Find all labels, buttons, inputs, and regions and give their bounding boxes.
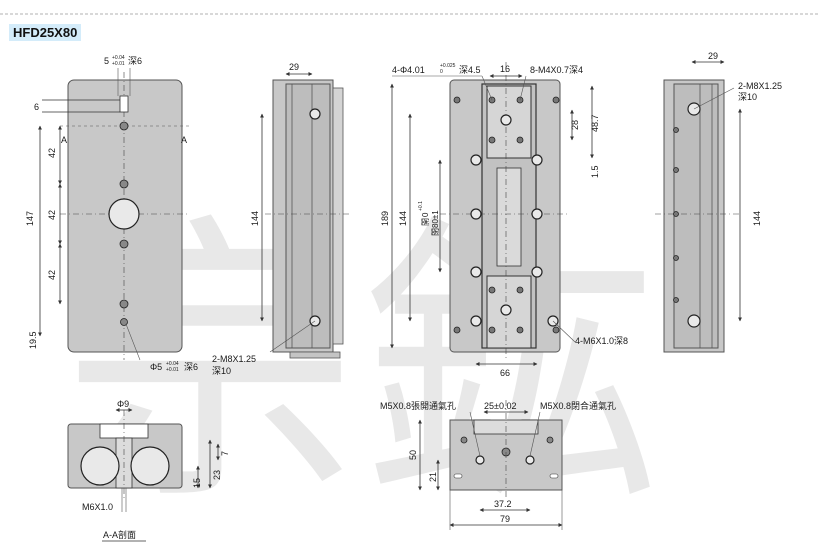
section-caption: A-A剖面 (103, 529, 136, 540)
side-right-thread-depth: 深10 (738, 92, 757, 102)
top-bottom-thread: 4-M6X1.0深8 (575, 336, 628, 346)
side-right-thread: 2-M8X1.25 (738, 81, 782, 91)
model-title: HFD25X80 (9, 24, 82, 41)
side-left-dim-144: 144 (250, 211, 260, 226)
top-close-label: 閉80±1 (431, 210, 440, 236)
section-aa: Φ9 7 23 15 M6X1.0 A-A剖面 (67, 399, 230, 542)
top-dim-189: 189 (380, 211, 390, 226)
front-dim-42c: 42 (47, 270, 57, 280)
front-top-depth: 深6 (128, 56, 142, 66)
top-open-sup: +0.1 (418, 201, 424, 211)
top-dim-66: 66 (500, 368, 510, 378)
end-dim-25: 25±0.02 (484, 401, 516, 411)
front-dim-147: 147 (25, 211, 35, 226)
front-a-left: A (61, 135, 67, 145)
end-dim-50: 50 (408, 450, 418, 460)
end-view: M5X0.8張開通氣孔 25±0.02 M5X0.8閉合通氣孔 50 21 37… (380, 400, 616, 530)
front-dim-19-5: 19.5 (28, 331, 38, 349)
top-dim-28: 28 (570, 120, 580, 130)
end-dim-37-2: 37.2 (494, 499, 512, 509)
front-dim-42a: 42 (47, 148, 57, 158)
front-bottom-hole-sub: +0.01 (166, 367, 179, 373)
top-dim-48-7: 48.7 (590, 114, 600, 132)
section-dim-phi9: Φ9 (117, 399, 129, 409)
front-top-tol-sup: +0.04 (112, 55, 125, 61)
top-dim-16: 16 (500, 64, 510, 74)
end-port-open: M5X0.8張開通氣孔 (380, 400, 456, 411)
top-open-val: 0 (421, 212, 430, 217)
front-top-tol-sub: +0.01 (112, 61, 125, 67)
side-view-right: 29 2-M8X1.25 深10 144 (655, 51, 782, 353)
top-pin-hole-sub: 0 (440, 69, 443, 75)
side-right-dim-29: 29 (708, 51, 718, 61)
top-pin-hole-sup: +0.025 (440, 63, 456, 69)
front-bottom-hole-depth: 深6 (184, 362, 198, 372)
front-bottom-hole-sup: +0.04 (166, 361, 179, 367)
top-dim-144: 144 (398, 211, 408, 226)
port-hole (108, 198, 140, 230)
side-left-dim-29: 29 (289, 62, 299, 72)
section-dim-15: 15 (192, 478, 202, 488)
top-pin-hole: 4-Φ4.01 (392, 65, 425, 75)
end-dim-21: 21 (428, 472, 438, 482)
front-top-tol: 5 (104, 56, 109, 66)
front-a-right: A (181, 135, 187, 145)
front-dim-6: 6 (34, 102, 39, 112)
front-bottom-hole: Φ5 (150, 362, 162, 372)
top-dim-1-5: 1.5 (590, 165, 600, 178)
top-thread: 8-M4X0.7深4 (530, 65, 583, 75)
side-right-dim-144: 144 (752, 211, 762, 226)
front-dim-42b: 42 (47, 210, 57, 220)
section-dim-7: 7 (220, 451, 230, 456)
top-open-label: 開 (421, 218, 430, 226)
end-port-close: M5X0.8閉合通氣孔 (540, 400, 616, 411)
section-thread: M6X1.0 (82, 502, 113, 512)
side-view-left: 29 144 2-M8X1.25 深10 (212, 62, 350, 376)
top-view: 4-Φ4.01 +0.025 0 深4.5 16 8-M4X0.7深4 28 4… (380, 62, 628, 378)
front-view: 5 +0.04 +0.01 深6 6 A A 147 42 42 42 19.5… (25, 55, 198, 373)
end-dim-79: 79 (500, 514, 510, 524)
top-pin-hole-depth: 深4.5 (459, 65, 481, 75)
side-left-thread-depth: 深10 (212, 366, 231, 376)
side-left-thread: 2-M8X1.25 (212, 354, 256, 364)
section-dim-23: 23 (212, 470, 222, 480)
